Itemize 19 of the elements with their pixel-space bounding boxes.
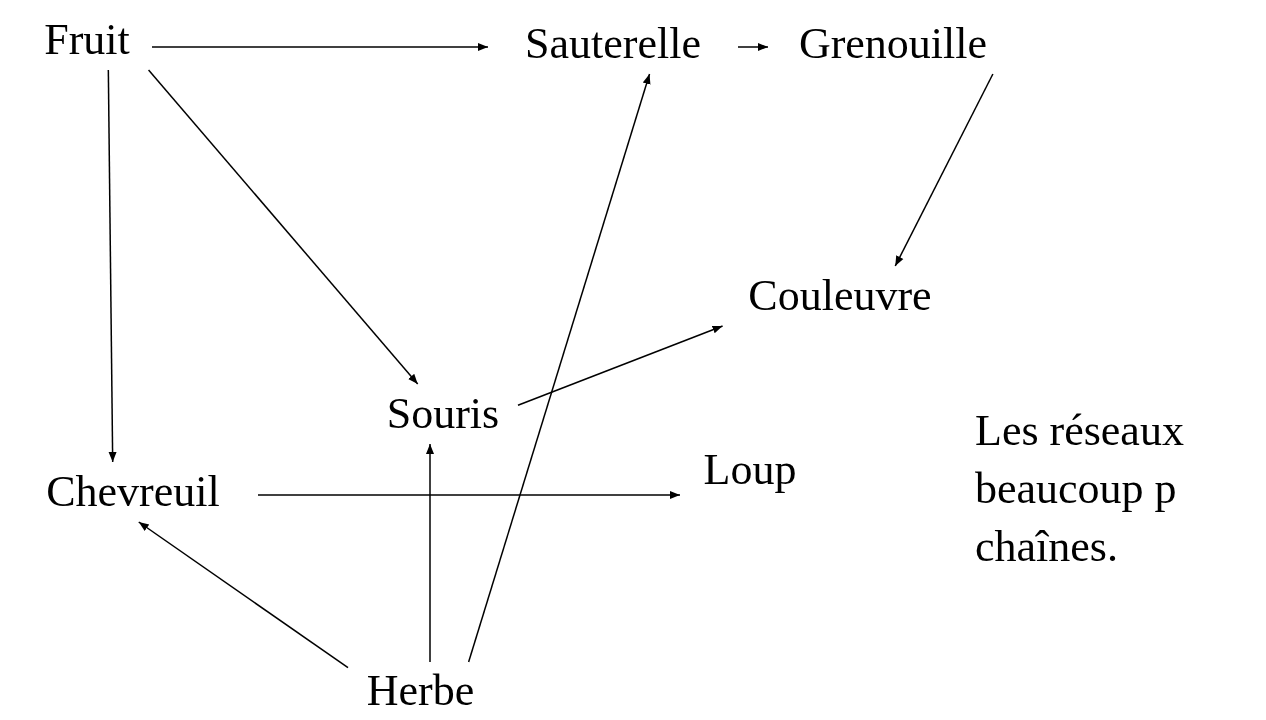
arrow — [426, 443, 434, 663]
arrow — [467, 73, 651, 663]
species-label: Grenouille — [768, 14, 1018, 74]
arrow — [138, 521, 349, 669]
species-label: Sauterelle — [488, 14, 738, 74]
arrow — [151, 43, 489, 51]
species-label: Herbe — [348, 662, 493, 720]
arrow — [147, 69, 419, 385]
note-text: Les réseaux beaucoup p chaînes. — [975, 405, 1185, 573]
species-label: Chevreuil — [8, 462, 258, 522]
species-label: Couleuvre — [715, 266, 965, 326]
species-label: Loup — [680, 440, 820, 500]
species-label: Souris — [368, 384, 518, 444]
species-label: Fruit — [22, 10, 152, 70]
arrow — [517, 325, 724, 406]
arrow — [257, 491, 681, 499]
arrow — [894, 73, 994, 267]
arrow — [737, 43, 769, 51]
arrow — [107, 69, 117, 463]
